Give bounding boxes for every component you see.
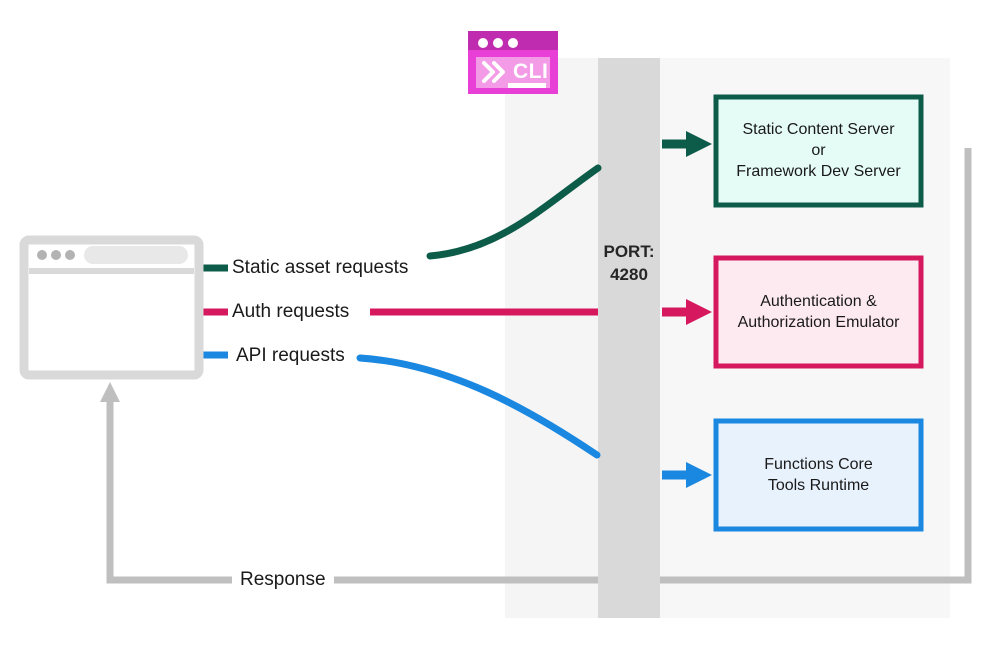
service-box-auth-emulator: [713, 255, 924, 369]
flow-label-static-asset-requests: Static asset requests: [232, 257, 409, 278]
service-label-line: Tools Runtime: [767, 477, 870, 494]
flow-label-api-requests: API requests: [236, 345, 345, 366]
port-label-line2: 4280: [610, 265, 648, 284]
cli-dot: [478, 38, 488, 48]
browser-dot: [37, 250, 47, 260]
flow-arrow-static: [662, 131, 712, 157]
flow-curve-api: [356, 354, 601, 459]
response-label: Response: [232, 569, 334, 591]
response-path: [100, 148, 972, 584]
flow-curve-static: [426, 164, 602, 260]
cli-label: CLI: [513, 60, 549, 83]
port-label: PORT: 4280: [598, 240, 660, 286]
service-box-static-content-server: [713, 94, 924, 208]
browser-dot: [65, 250, 75, 260]
service-label-line: Static Content Server: [742, 121, 895, 138]
cli-dot: [493, 38, 503, 48]
browser-url-bar: [84, 246, 188, 264]
browser-dot: [51, 250, 61, 260]
cli-terminal-icon: [468, 31, 558, 94]
port-label-line1: PORT:: [603, 242, 655, 261]
cli-dot: [508, 38, 518, 48]
client-browser: [19, 235, 204, 380]
service-label-line: Authentication &: [760, 293, 877, 310]
flow-label-auth-requests: Auth requests: [232, 301, 350, 322]
service-label-line: or: [811, 142, 826, 159]
flow-arrow-auth: [662, 299, 712, 325]
service-label-functions-runtime: Functions Core Tools Runtime: [716, 454, 921, 496]
port-bar: [598, 58, 660, 618]
service-label-line: Authorization Emulator: [737, 314, 900, 331]
service-label-static-content-server: Static Content Server or Framework Dev S…: [716, 119, 921, 182]
service-label-line: Framework Dev Server: [736, 163, 901, 180]
service-label-auth-emulator: Authentication & Authorization Emulator: [716, 291, 921, 333]
service-label-line: Functions Core: [764, 456, 873, 473]
service-box-functions-runtime: [713, 418, 924, 532]
flow-arrow-api: [662, 462, 712, 488]
